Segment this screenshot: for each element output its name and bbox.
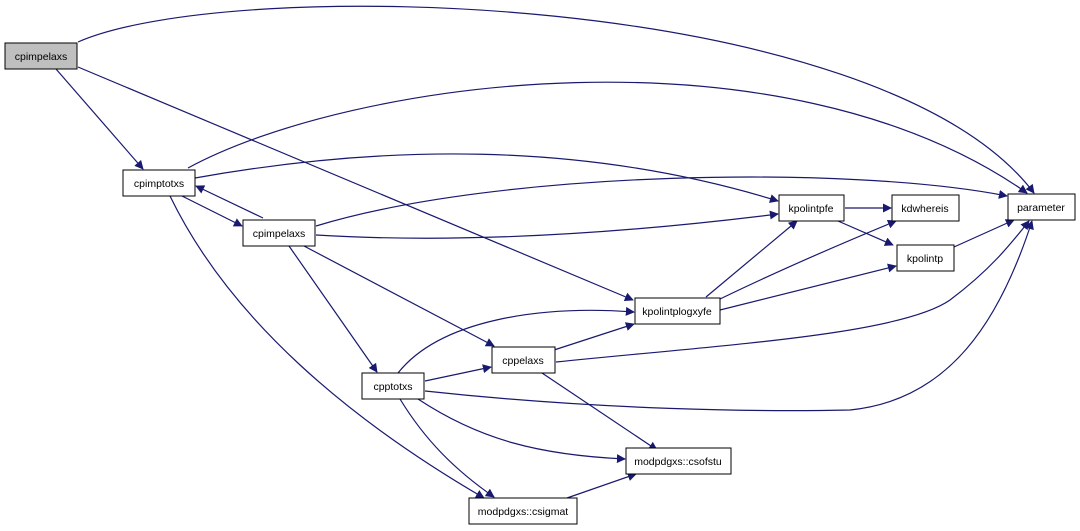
node-cpptotxs[interactable]: cpptotxs (361, 372, 425, 400)
node-label: cpptotxs (373, 381, 412, 393)
node-label: kdwhereis (901, 203, 948, 215)
edge-cpimptotxs-to-parameter (187, 81, 1028, 194)
edge-cppelaxs-to-kpolintplogxyfe (553, 322, 635, 351)
node-cpimpelaxs[interactable]: cpimpelaxs (242, 219, 316, 247)
edge-kpolintplogxyfe-to-kdwhereis (719, 219, 897, 300)
edge-kpolintpfe-to-kpolintp (837, 220, 894, 246)
edge-cpimptotxs-to-csigmat (169, 195, 485, 499)
node-label: cpimpelaxs (15, 51, 68, 63)
edge-root-to-cpimptotxs (55, 68, 144, 170)
node-kpolintpfe[interactable]: kpolintpfe (778, 194, 845, 222)
edge-kpolintplogxyfe-to-kpolintp (719, 263, 897, 311)
edge-kpolintp-to-parameter (953, 219, 1015, 248)
edge-cpimpelaxs-to-parameter (315, 176, 1008, 227)
node-label: kpolintp (907, 253, 943, 265)
edge-root-to-parameter (77, 5, 1035, 194)
edge-cppelaxs-to-parameter (555, 220, 1030, 363)
node-modpdgxs-csigmat[interactable]: modpdgxs::csigmat (468, 497, 578, 525)
node-label: cpimptotxs (134, 178, 184, 190)
node-kdwhereis[interactable]: kdwhereis (891, 194, 960, 222)
edge-cpimpelaxs-to-cpimptotxs (195, 185, 264, 219)
node-cppelaxs[interactable]: cppelaxs (491, 346, 556, 374)
node-label: cppelaxs (502, 355, 543, 367)
edge-cppelaxs-to-csofstu (541, 372, 658, 451)
node-cpimptotxs[interactable]: cpimptotxs (122, 169, 196, 197)
edge-cpptotxs-to-parameter (424, 220, 1034, 412)
node-label: kpolintpfe (789, 203, 834, 215)
node-kpolintplogxyfe[interactable]: kpolintplogxyfe (634, 297, 721, 325)
edge-cpimptotxs-to-kpolintpfe (194, 153, 779, 203)
edge-cpptotxs-to-csofstu (417, 398, 626, 464)
edge-kpolintplogxyfe-to-kpolintpfe (705, 220, 798, 298)
edge-cpptotxs-to-cppelaxs (424, 364, 492, 382)
edge-cpptotxs-to-csigmat (399, 398, 495, 498)
node-label: modpdgxs::csigmat (478, 506, 569, 518)
node-label: modpdgxs::csofstu (634, 456, 722, 468)
edge-cpptotxs-to-kpolintplogxyfe (397, 306, 635, 374)
nodes-layer: cpimpelaxs cpimptotxs cpimpelaxs cpptotx… (4, 42, 1076, 525)
node-label: parameter (1017, 202, 1065, 214)
edge-csigmat-to-csofstu (566, 472, 637, 499)
node-label: cpimpelaxs (253, 228, 306, 240)
node-parameter[interactable]: parameter (1007, 193, 1076, 221)
node-modpdgxs-csofstu[interactable]: modpdgxs::csofstu (625, 447, 732, 475)
edges-layer (55, 5, 1035, 499)
edge-cpimpelaxs-to-cppelaxs (303, 245, 495, 347)
edge-cpimpelaxs-to-kpolintpfe (315, 210, 779, 239)
node-label: kpolintplogxyfe (642, 306, 712, 318)
edge-cpimptotxs-to-cpimpelaxs (181, 195, 243, 227)
node-cpimpelaxs-root[interactable]: cpimpelaxs (4, 42, 78, 70)
edge-root-to-kpolintplogxyfe (77, 66, 634, 302)
node-kpolintp[interactable]: kpolintp (896, 244, 955, 272)
edge-cpimpelaxs-to-cpptotxs (288, 245, 378, 373)
